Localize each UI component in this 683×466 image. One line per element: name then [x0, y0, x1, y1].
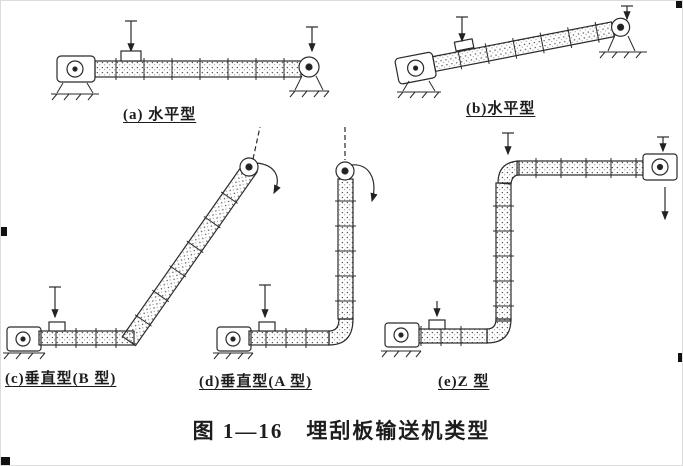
registration-mark	[1, 457, 10, 465]
discharge-spout	[256, 162, 281, 195]
panel-d-label: (d)垂直型(A 型)	[199, 374, 313, 390]
tail-sprocket	[15, 331, 31, 347]
panel-c-drawing	[3, 126, 281, 360]
panel-b-drawing	[394, 5, 647, 99]
feed-inlet	[428, 319, 446, 330]
panel-a-drawing	[51, 20, 330, 101]
support-tail	[381, 350, 422, 358]
tail-sprocket	[407, 59, 425, 77]
registration-mark	[1, 227, 7, 236]
tail-sprocket	[66, 60, 84, 78]
trough-vertical	[337, 178, 354, 320]
tail-sprocket	[393, 327, 409, 343]
elbow-upper	[497, 160, 520, 185]
tail-sprocket	[225, 331, 241, 347]
trough-vertical	[495, 182, 512, 322]
panel-e-label: (e)Z 型	[438, 374, 490, 390]
discharge-arrow	[306, 26, 318, 53]
registration-mark	[678, 353, 682, 362]
guide-line	[252, 126, 261, 160]
trough-bottom	[248, 330, 330, 346]
feed-arrow	[259, 284, 271, 319]
panel-c-label: (c)垂直型(B 型)	[5, 371, 117, 387]
registration-mark	[676, 1, 682, 8]
elbow-lower	[486, 318, 512, 344]
panel-e-drawing	[381, 132, 678, 358]
feed-arrow	[49, 286, 61, 319]
support-tail	[3, 352, 46, 360]
feed-inlet	[258, 321, 276, 332]
support-left	[51, 82, 99, 101]
trough-incline	[121, 161, 258, 347]
elbow	[328, 318, 354, 346]
head-arrow	[657, 136, 669, 153]
discharge-spout	[350, 164, 378, 203]
trough-bottom	[38, 330, 135, 346]
support-right	[289, 75, 330, 98]
feed-arrow	[456, 16, 468, 43]
support-tail	[213, 352, 254, 360]
panel-b-label: (b)水平型	[466, 101, 536, 117]
head-sprocket	[651, 158, 669, 176]
support-tail	[397, 80, 441, 99]
feed-arrow	[125, 20, 137, 53]
discharge-arrow	[621, 5, 633, 21]
feed-arrow-top	[502, 132, 514, 156]
trough	[94, 60, 302, 78]
feed-inlet	[48, 321, 66, 332]
panel-a-label: (a) 水平型	[123, 107, 197, 123]
support-head	[599, 34, 647, 59]
panel-d-drawing	[213, 127, 378, 360]
feed-inlet	[120, 50, 142, 62]
figure-caption: 图 1—16 埋刮板输送机类型	[192, 419, 491, 443]
